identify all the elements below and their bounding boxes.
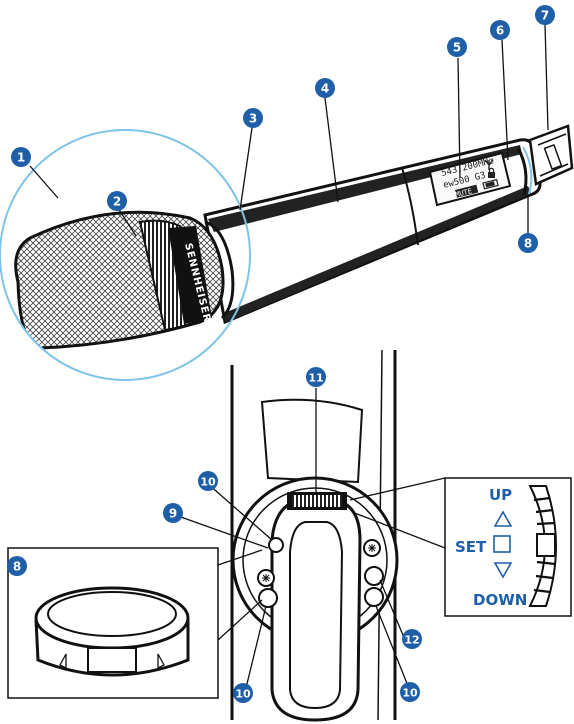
control-switch-inset: UP SET DOWN [349, 477, 572, 617]
label-set: SET [455, 538, 487, 556]
callout-8-label-1: 8 [524, 237, 532, 251]
callout-1-label-1: 1 [17, 151, 25, 165]
charging-contact-right [363, 539, 381, 557]
callout-5-marker-1 [447, 37, 467, 57]
callout-9-label-1: 9 [169, 507, 177, 521]
callout-7-marker-1 [535, 5, 555, 25]
callout-1-marker-1 [11, 147, 31, 167]
label-up: UP [489, 486, 512, 504]
display-mute-box [455, 184, 479, 198]
callout-9-marker-1 [163, 503, 183, 523]
callout-10-marker-3 [400, 682, 420, 702]
callout-8-marker-2 [7, 556, 27, 576]
callout-11-label-1: 11 [308, 372, 323, 385]
callout-10-label-2: 10 [235, 688, 251, 701]
callout-3-label-1: 3 [249, 112, 257, 126]
callout-12-label-1: 12 [404, 634, 419, 647]
display-window: 543.200MHz ew500 G3 MUTE [428, 151, 512, 207]
callout-6-label-1: 6 [496, 24, 504, 38]
label-down: DOWN [473, 591, 527, 609]
callout-12-marker-1 [402, 629, 422, 649]
display-mute: MUTE [455, 187, 473, 199]
callout-4-label-1: 4 [321, 82, 329, 96]
callout-7-label-1: 7 [541, 9, 549, 23]
antenna-icon [484, 159, 494, 170]
lock-icon [488, 167, 495, 178]
jog-switch[interactable] [287, 492, 347, 510]
infrared-interface [364, 566, 384, 586]
battery-compartment-cap [528, 124, 574, 186]
callout-11-marker-1 [306, 367, 326, 387]
callout-8-marker-1 [518, 233, 538, 253]
callout-10-label-1: 10 [200, 476, 216, 489]
mute-switch[interactable] [268, 537, 284, 553]
callout-6-marker-1 [490, 20, 510, 40]
magnifier-circle [0, 129, 251, 381]
sync-button-left[interactable] [258, 588, 278, 608]
callout-2-marker-1 [107, 191, 127, 211]
leader-lines-top [29, 24, 549, 240]
charging-contact-left [257, 569, 275, 587]
rotating-cap-ring [516, 146, 533, 196]
callout-3-marker-1 [243, 108, 263, 128]
callout-2-label-1: 2 [113, 195, 121, 209]
leader-lines-bottom [177, 388, 409, 693]
handle-bottom-view [230, 349, 399, 722]
callout-10-label-3: 10 [402, 687, 418, 700]
callout-10-marker-1 [198, 471, 218, 491]
callout-5-label-1: 5 [453, 41, 461, 55]
battery-icon [482, 178, 499, 190]
rocker-wheel[interactable] [528, 485, 557, 607]
set-square-icon [493, 535, 511, 553]
callout-4-marker-1 [315, 78, 335, 98]
microphone-head: SENNHEISER [14, 210, 235, 350]
down-triangle-icon [493, 562, 513, 579]
sync-button-right[interactable] [364, 587, 384, 607]
ring-inset-panel [7, 547, 263, 699]
callout-8-label-2: 8 [13, 560, 21, 574]
callout-10-marker-2 [233, 683, 253, 703]
up-triangle-icon [493, 510, 513, 527]
